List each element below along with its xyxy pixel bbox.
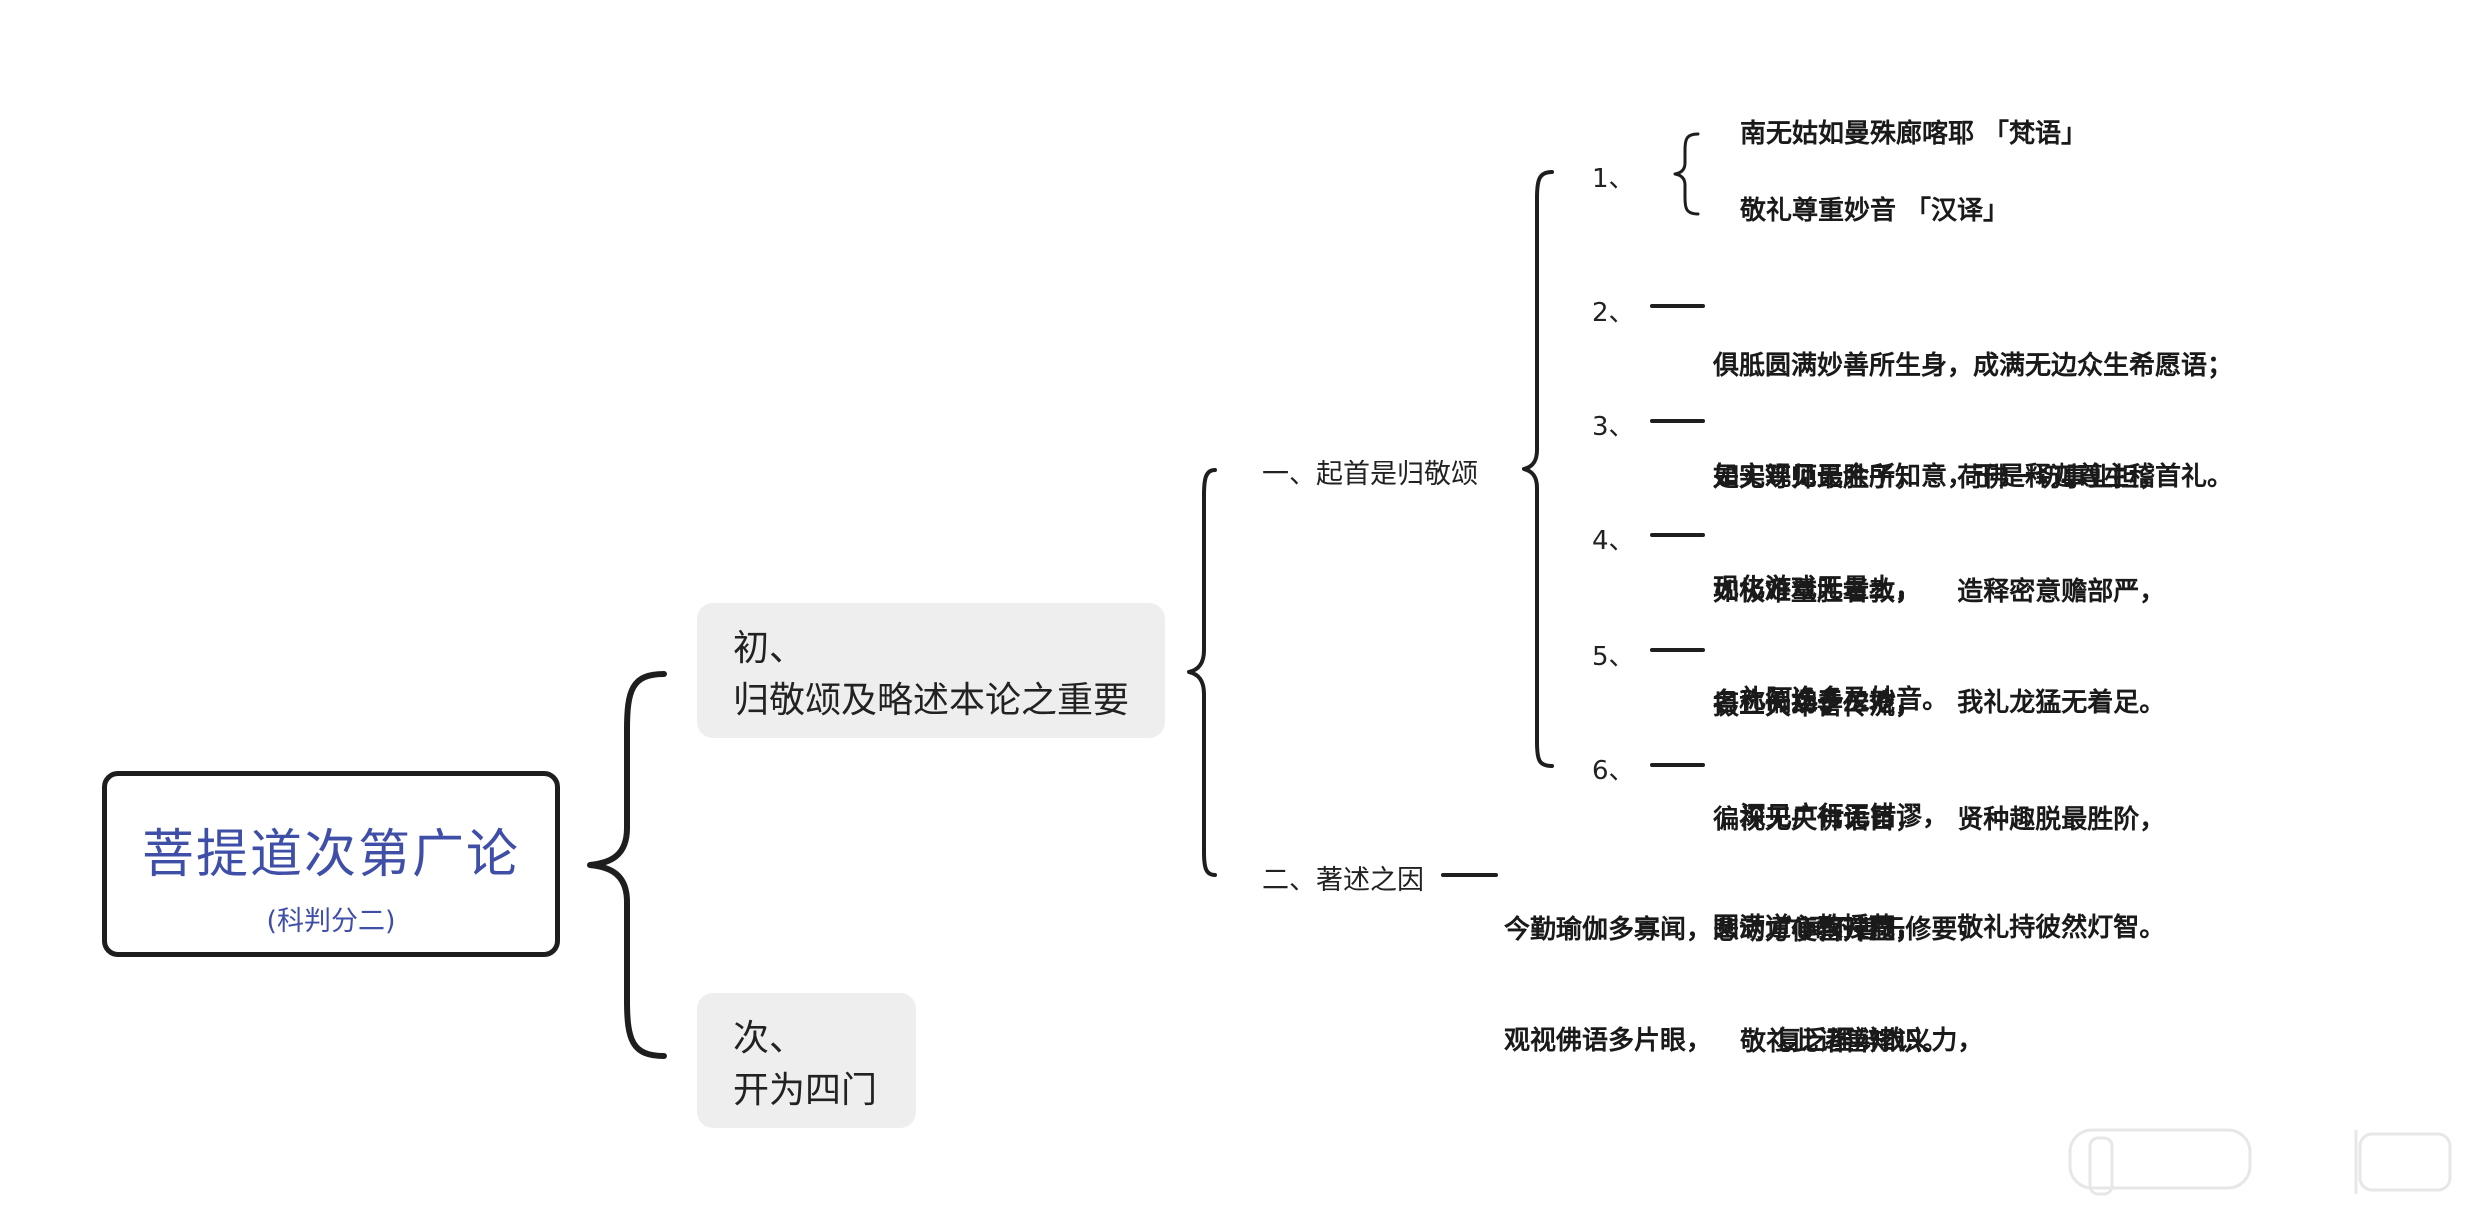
verse-block: 徧视无央佛语目， 贤种趣脱最胜阶， 悲动方便善开显， 敬礼此诸善知识。 <box>1713 728 2165 1135</box>
homage-brace <box>1522 170 1554 768</box>
verse-block: 是无等师最胜子， 荷佛一切事业担， 现化游戏无量土， 礼阿逸多及妙音。 <box>1713 386 2165 793</box>
branch-node-line: 初、 <box>733 628 806 669</box>
verse-number: 1、 <box>1592 164 1635 194</box>
verse-line: 现化游戏无量土， <box>1713 574 1922 604</box>
verse-block: 俱胝圆满妙善所生身，成满无边众生希愿语； 如实观见无余所知意，于是释迦尊主稽首礼… <box>1713 274 2233 570</box>
verse-line: 如实观见无余所知意，于是释迦尊主稽首礼。 <box>1713 462 2234 492</box>
branch-node-line: 次、 <box>733 1018 806 1059</box>
verse-number: 2、 <box>1592 298 1635 328</box>
verse-line: 今勤瑜伽多寡闻， 广闻不善于修要， <box>1504 915 1984 945</box>
verse-line: 悲动方便善开显， <box>1713 916 1922 946</box>
branch-node-intro[interactable]: 初、 归敬颂及略述本论之重要 <box>697 603 1165 738</box>
sub-branch-reason[interactable]: 二、著述之因 <box>1262 865 1424 896</box>
verse-line: 名称徧扬于三地， 我礼龙猛无着足。 <box>1713 688 2166 718</box>
verse-line: 摄二大车善传流， <box>1713 691 1922 721</box>
verse-line: 圆满道心教授藏， 敬礼持彼然灯智。 <box>1713 913 2166 943</box>
root-node[interactable]: 菩提道次第广论 (科判分二) <box>102 771 560 957</box>
branch-node-line: 开为四门 <box>733 1070 878 1111</box>
verse-line: 俱胝圆满妙善所生身，成满无边众生希愿语； <box>1713 351 2234 381</box>
verse-block: 如极难量胜者教， 造释密意赡部严， 名称徧扬于三地， 我礼龙猛无着足。 <box>1713 500 2165 796</box>
root-title: 菩提道次第广论 <box>141 825 520 885</box>
verse-line: 深见广行无错谬， <box>1713 802 1949 832</box>
verse-number: 4、 <box>1592 526 1635 556</box>
verse-line: 如极难量胜者教， 造释密意赡部严， <box>1713 577 2166 607</box>
verse-number: 3、 <box>1592 412 1635 442</box>
verse-line: 礼阿逸多及妙音。 <box>1713 685 1949 715</box>
branch-node-four-gates[interactable]: 次、 开为四门 <box>697 993 916 1128</box>
branch-node-line: 归敬颂及略述本论之重要 <box>733 680 1130 721</box>
sub-branch-homage[interactable]: 一、起首是归敬颂 <box>1262 459 1478 490</box>
watermark-logo <box>2068 1128 2452 1196</box>
verse-number: 5、 <box>1592 642 1635 672</box>
verse-line: 敬礼尊重妙音 「汉译」 <box>1740 196 2010 226</box>
verse-line: 敬礼此诸善知识。 <box>1713 1027 1949 1057</box>
verse-block: 摄二大车善传流， 深见广行无错谬， 圆满道心教授藏， 敬礼持彼然灯智。 <box>1713 614 2165 1021</box>
verse-line: 观视佛语多片眼， 复乏理辩教义力， <box>1504 1026 1984 1056</box>
branch-brace <box>1187 468 1217 877</box>
verse-line: 南无姑如曼殊廊喀耶 「梵语」 <box>1740 119 2088 149</box>
root-subtitle: (科判分二) <box>266 906 396 937</box>
reason-verse-block: 今勤瑜伽多寡闻， 广闻不善于修要， 观视佛语多片眼， 复乏理辩教义力， <box>1504 838 1983 1134</box>
verse-number: 6、 <box>1592 756 1635 786</box>
verse1-brace <box>1673 132 1700 216</box>
verse-line: 是无等师最胜子， 荷佛一切事业担， <box>1713 463 2166 493</box>
verse-line: 徧视无央佛语目， 贤种趣脱最胜阶， <box>1713 805 2166 835</box>
root-brace <box>587 671 667 1059</box>
